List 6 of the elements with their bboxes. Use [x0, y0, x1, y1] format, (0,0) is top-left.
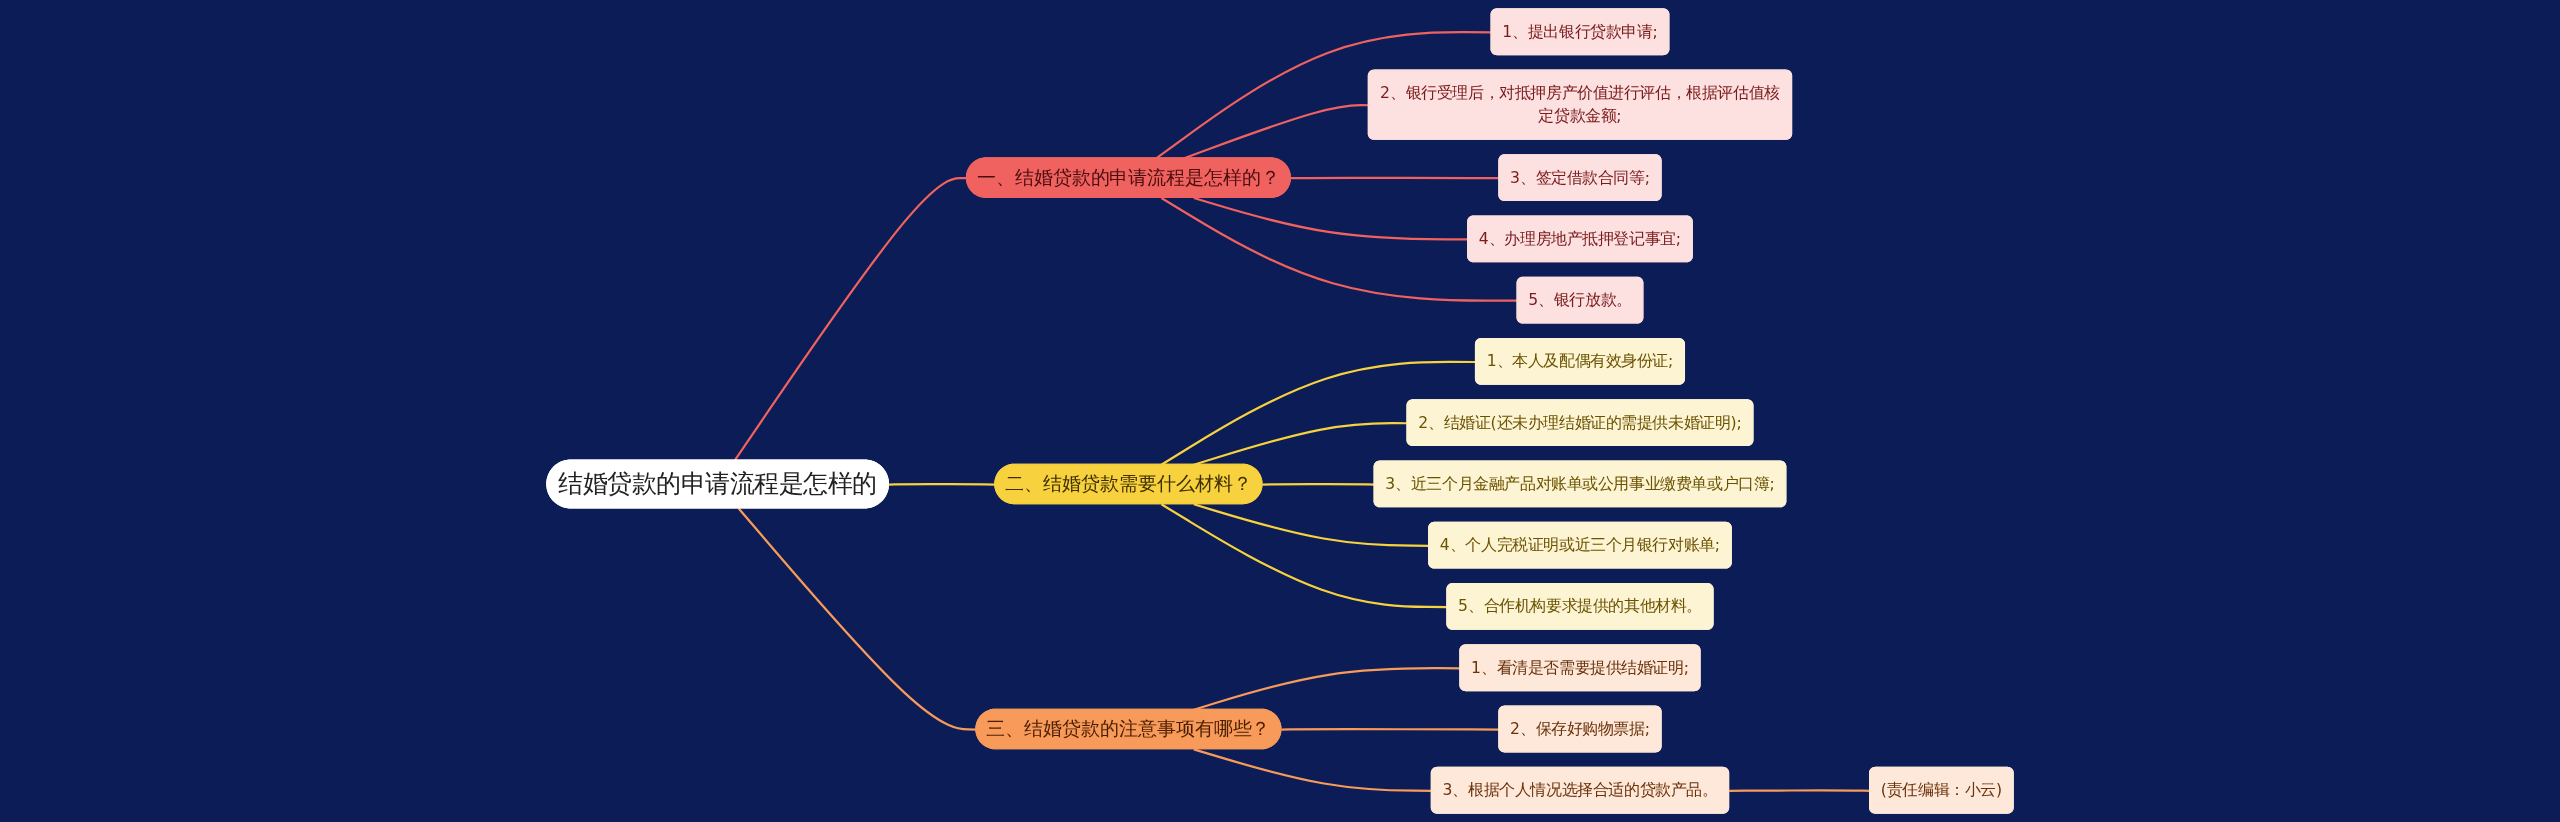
connector	[733, 177, 967, 462]
connector	[1262, 483, 1375, 486]
connector	[1193, 422, 1408, 466]
connector	[737, 507, 977, 731]
connector	[1160, 197, 1518, 302]
connector	[1193, 748, 1432, 792]
